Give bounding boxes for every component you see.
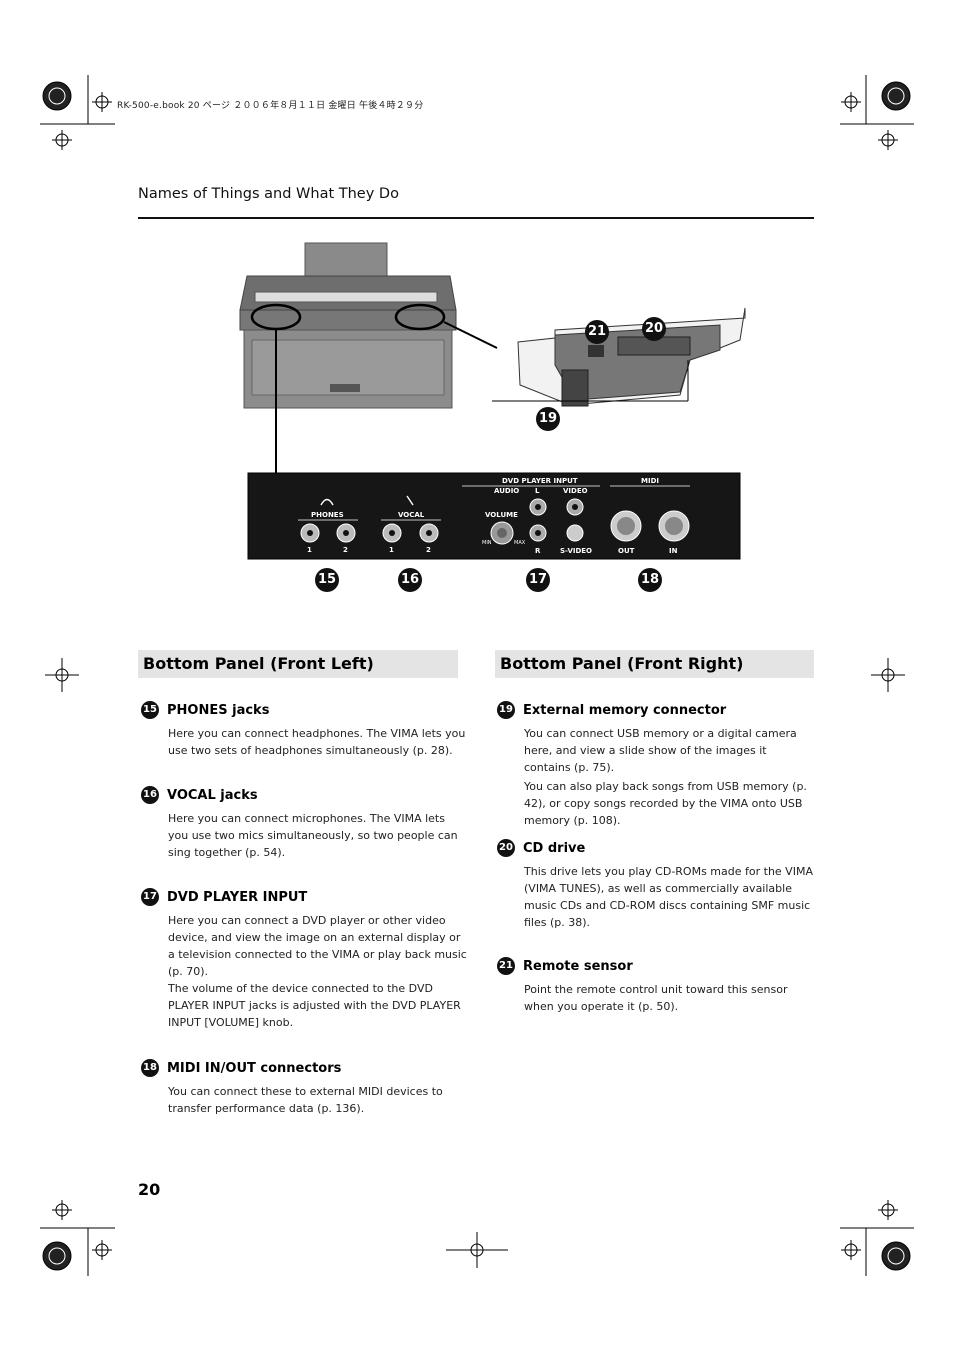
item-heading: MIDI IN/OUT connectors [167,1060,342,1076]
item-heading: Remote sensor [523,958,633,974]
item-paragraph: Here you can connect headphones. The VIM… [168,727,466,757]
item-midi-connectors: 18 MIDI IN/OUT connectors You can connect… [141,1059,468,1119]
panel-label-in: IN [669,547,678,555]
item-number-badge: 15 [141,701,159,719]
item-paragraph: The volume of the device connected to th… [168,982,461,1029]
item-paragraph: This drive lets you play CD-ROMs made fo… [524,865,813,929]
figure-illustration [239,242,746,560]
section-title-front-right: Bottom Panel (Front Right) [495,650,814,678]
panel-label-video: VIDEO [563,487,588,495]
front-panel-detail [247,472,741,560]
running-head: Names of Things and What They Do [138,186,399,202]
panel-label-vocal: VOCAL [398,511,425,519]
item-heading: External memory connector [523,702,727,718]
panel-label-s-video: S-VIDEO [560,547,593,555]
item-number-badge: 17 [141,888,159,906]
file-header: RK-500-e.book 20 ページ ２００６年８月１１日 金曜日 午後４時… [117,101,424,111]
callout-19: 19 [536,407,560,431]
panel-label-volume: VOLUME [485,511,518,519]
item-remote-sensor: 21 Remote sensor Point the remote control… [497,957,814,1017]
panel-label-dvd-player-input: DVD PLAYER INPUT [502,477,578,485]
item-number-badge: 18 [141,1059,159,1077]
callout-16: 16 [398,568,422,592]
panel-label-phones: PHONES [311,511,344,519]
item-paragraph: You can connect USB memory or a digital … [524,727,797,774]
item-paragraph: You can also play back songs from USB me… [524,780,807,827]
item-external-memory-connector: 19 External memory connector You can conn… [497,701,814,831]
item-paragraph: Point the remote control unit toward thi… [524,983,788,1013]
item-dvd-player-input: 17 DVD PLAYER INPUT Here you can connect … [141,888,468,1033]
item-heading: VOCAL jacks [167,787,258,803]
item-number-badge: 21 [497,957,515,975]
section-title-front-left: Bottom Panel (Front Left) [138,650,458,678]
panel-label-r: R [535,547,541,555]
item-heading: PHONES jacks [167,702,270,718]
panel-label-l: L [535,487,540,495]
panel-label-vocal-1: 1 [389,546,394,554]
item-heading: DVD PLAYER INPUT [167,889,308,905]
panel-label-phones-2: 2 [343,546,348,554]
item-phones-jacks: 15 PHONES jacks Here you can connect head… [141,701,468,761]
item-number-badge: 16 [141,786,159,804]
panel-label-midi: MIDI [641,477,659,485]
callout-21: 21 [585,320,609,344]
item-vocal-jacks: 16 VOCAL jacks Here you can connect micro… [141,786,468,863]
callout-18: 18 [638,568,662,592]
drawer-detail [492,307,746,407]
panel-label-max: MAX [514,540,526,546]
callout-20: 20 [642,317,666,341]
panel-label-out: OUT [618,547,635,555]
item-heading: CD drive [523,840,586,856]
panel-label-audio: AUDIO [494,487,520,495]
item-paragraph: Here you can connect microphones. The VI… [168,812,458,859]
panel-label-phones-1: 1 [307,546,312,554]
item-paragraph: You can connect these to external MIDI d… [168,1085,443,1115]
page-number: 20 [138,1180,161,1199]
header-rule [138,217,814,219]
callout-15: 15 [315,568,339,592]
callout-17: 17 [526,568,550,592]
item-cd-drive: 20 CD drive This drive lets you play CD-R… [497,839,814,933]
panel-label-min: MIN [482,540,492,546]
item-number-badge: 20 [497,839,515,857]
organ-illustration [239,242,457,409]
item-paragraph: Here you can connect a DVD player or oth… [168,914,467,978]
panel-label-vocal-2: 2 [426,546,431,554]
item-number-badge: 19 [497,701,515,719]
